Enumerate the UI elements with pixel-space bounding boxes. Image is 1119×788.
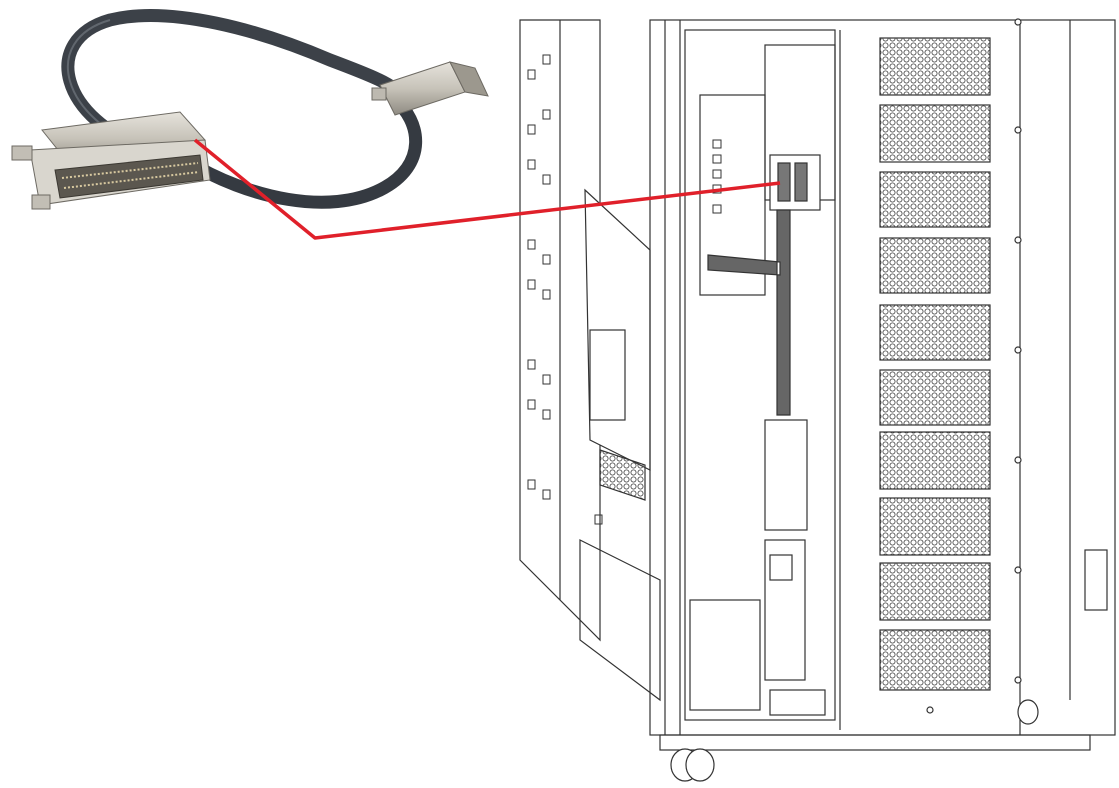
cable-loop-inner <box>178 93 423 209</box>
cabinet-side-panel <box>519 19 603 642</box>
equipment-cabinet <box>519 18 1116 782</box>
card-cage <box>684 29 836 721</box>
connector-large <box>11 111 211 210</box>
connector-small <box>371 61 489 116</box>
ribbon-cable <box>707 209 791 416</box>
caster-wheels <box>670 699 1039 782</box>
door-hinge <box>1084 549 1108 611</box>
callout-line <box>193 138 781 240</box>
scsi-cable-photo <box>11 9 489 210</box>
door-screws <box>926 18 1022 714</box>
cabinet-base <box>659 734 1091 751</box>
perforated-door <box>879 37 991 691</box>
